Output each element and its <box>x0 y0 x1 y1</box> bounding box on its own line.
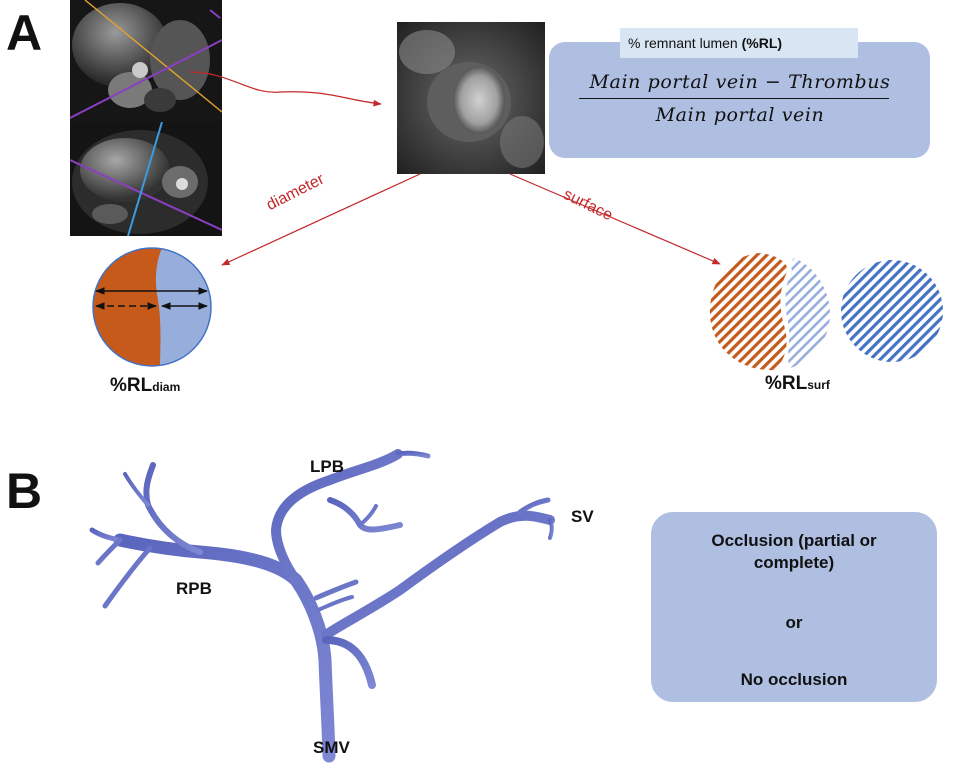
remnant-lumen-text: % remnant lumen <box>628 35 742 51</box>
panel-b-letter: B <box>6 463 43 519</box>
ct-axial-image <box>70 122 222 236</box>
no-occlusion-text: No occlusion <box>740 670 848 689</box>
ct-zoom-image <box>397 22 545 174</box>
smv-label: SMV <box>313 738 350 757</box>
surface-circles <box>710 253 943 371</box>
rl-diam-label: %RLdiam <box>110 375 180 397</box>
formula-denominator: Main portal vein <box>655 104 825 126</box>
rl-surf-sub: surf <box>807 378 830 392</box>
or-text: or <box>785 613 803 632</box>
fraction-bar <box>579 98 889 99</box>
rl-surf-main: %RL <box>765 373 808 394</box>
rl-surf-label: %RLsurf <box>765 373 830 395</box>
portal-vein-tree <box>89 434 555 763</box>
diameter-circle <box>92 247 212 367</box>
surface-arrow <box>509 173 721 265</box>
rpb-label: RPB <box>176 579 212 598</box>
remnant-lumen-label: % remnant lumen (%RL) <box>620 28 858 58</box>
occlusion-outcome-box: Occlusion (partial or complete) or No oc… <box>651 512 937 702</box>
lpb-label: LPB <box>310 457 344 476</box>
occlusion-text: Occlusion (partial or complete) <box>711 531 877 572</box>
zoom-connector-arrow <box>189 71 382 107</box>
formula-numerator: Main portal vein − Thrombus <box>589 71 891 93</box>
sv-label: SV <box>571 507 594 526</box>
remnant-lumen-abbrev: (%RL) <box>741 35 783 51</box>
panel-a-letter: A <box>6 5 43 61</box>
formula-box <box>549 42 930 158</box>
rl-diam-main: %RL <box>110 375 153 396</box>
rl-diam-sub: diam <box>152 380 181 394</box>
ct-coronal-image <box>70 0 222 122</box>
diameter-arrow <box>221 173 421 266</box>
